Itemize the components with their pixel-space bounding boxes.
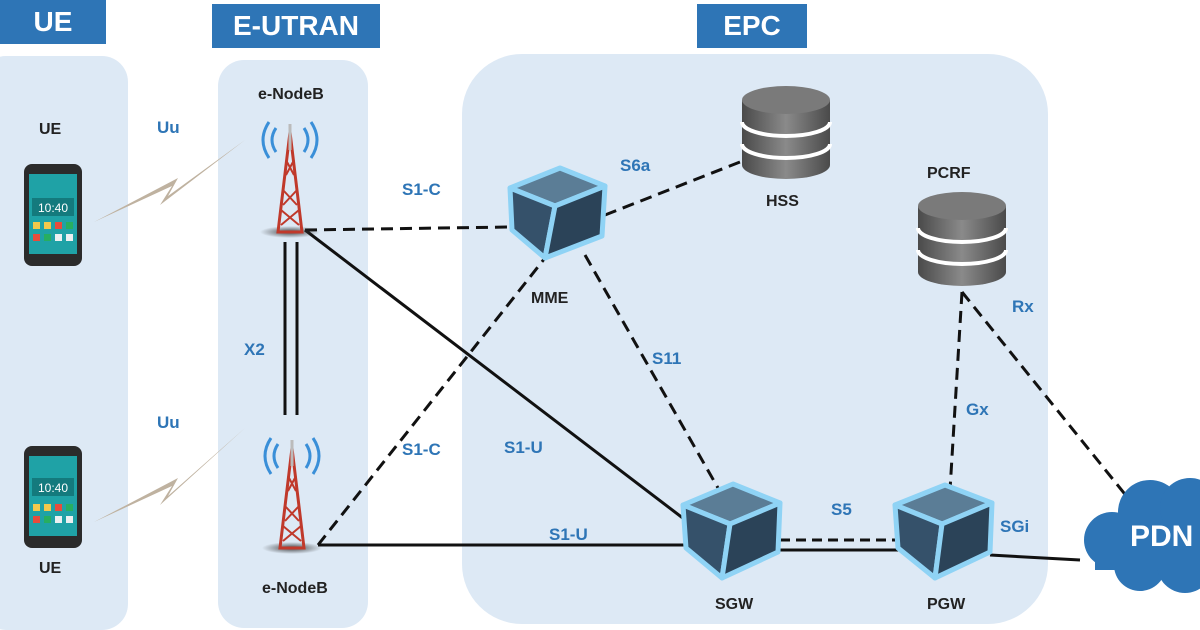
phone-top bbox=[24, 164, 82, 266]
mme-cube bbox=[507, 165, 608, 261]
gx-link bbox=[948, 291, 964, 491]
phone-bottom-time: 10:40 bbox=[38, 481, 68, 495]
ue-bottom-label: UE bbox=[39, 560, 62, 577]
epc-header: EPC bbox=[697, 4, 807, 48]
s11-link bbox=[583, 254, 720, 489]
rx-label: Rx bbox=[1012, 297, 1034, 316]
phone-top-time: 10:40 bbox=[38, 201, 68, 215]
enodeb-top-label: e-NodeB bbox=[258, 86, 324, 103]
pgw-label: PGW bbox=[927, 596, 966, 613]
tower-bottom bbox=[262, 437, 322, 554]
sgw-cube bbox=[680, 481, 783, 581]
hss-label: HSS bbox=[766, 193, 799, 210]
gx-label: Gx bbox=[966, 400, 989, 419]
ue-header: UE bbox=[0, 0, 106, 44]
connections bbox=[283, 158, 1130, 562]
s1u-bottom-label: S1-U bbox=[549, 525, 588, 544]
rx-link bbox=[960, 291, 1130, 499]
s6a-label: S6a bbox=[620, 156, 651, 175]
lightning-bolt-bottom bbox=[94, 428, 245, 522]
s1c-bottom-label: S1-C bbox=[402, 440, 441, 459]
s11-label: S11 bbox=[652, 349, 682, 368]
s1c-top-link bbox=[304, 225, 511, 232]
tower-top bbox=[260, 121, 320, 238]
pdn-label: PDN bbox=[1130, 520, 1194, 553]
lightning-bolt-top bbox=[94, 140, 245, 222]
sgw-label: SGW bbox=[715, 596, 754, 613]
pcrf-label: PCRF bbox=[927, 165, 971, 182]
hss-database bbox=[740, 86, 832, 179]
s1u-top-link bbox=[304, 228, 689, 524]
s1c-top-label: S1-C bbox=[402, 180, 441, 199]
pgw-cube bbox=[892, 482, 995, 581]
eutran-header: E-UTRAN bbox=[212, 4, 380, 48]
sgi-link bbox=[989, 553, 1081, 562]
s5-label: S5 bbox=[831, 500, 852, 519]
ue-top-label: UE bbox=[39, 121, 62, 138]
sgi-label: SGi bbox=[1000, 517, 1030, 536]
x2-label: X2 bbox=[244, 340, 265, 359]
s1c-bottom-link bbox=[316, 257, 547, 546]
uu-top-label: Uu bbox=[157, 118, 180, 137]
s1u-mid-label: S1-U bbox=[504, 438, 543, 457]
phone-bottom bbox=[24, 446, 82, 548]
uu-bottom-label: Uu bbox=[157, 413, 180, 432]
pdn-cloud bbox=[1084, 478, 1200, 593]
enodeb-bottom-label: e-NodeB bbox=[262, 580, 328, 597]
mme-label: MME bbox=[531, 290, 569, 307]
s6a-link bbox=[604, 158, 746, 217]
pcrf-database bbox=[916, 192, 1008, 286]
